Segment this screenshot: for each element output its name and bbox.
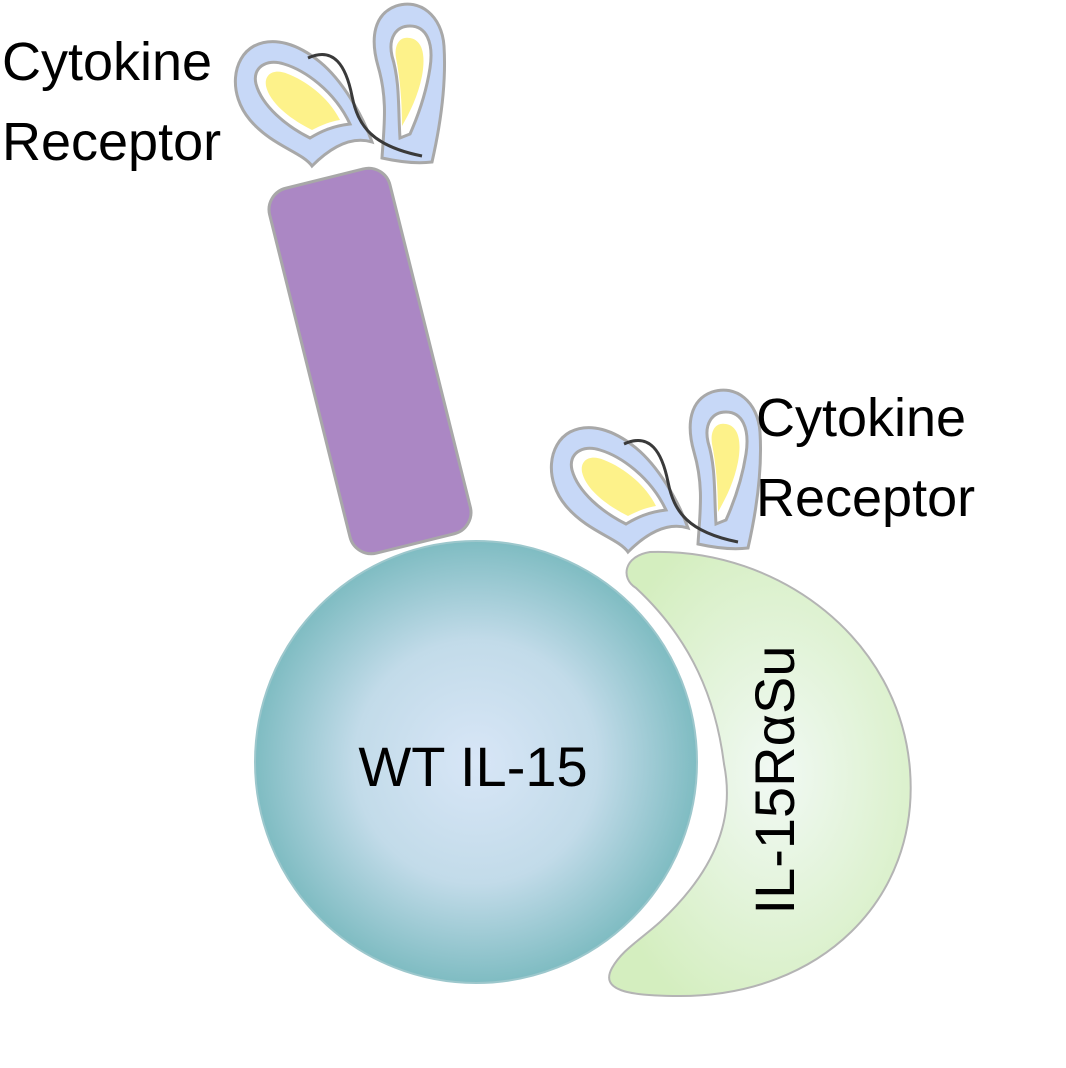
receptor-label-top-line1: Cytokine [2, 32, 212, 92]
linker-domain [267, 166, 473, 556]
il15-label: WT IL-15 [358, 735, 587, 798]
il15ra-label: IL-15RαSu [743, 646, 806, 915]
cytokine-receptor-icon-top [233, 2, 446, 168]
receptor-label-right-line1: Cytokine [756, 388, 966, 448]
receptor-label-right-line2: Receptor [756, 468, 975, 528]
cytokine-receptor-icon-right [549, 388, 762, 554]
il15-sphere [254, 540, 698, 984]
il15ra-crescent [608, 550, 912, 998]
receptor-label-top-line2: Receptor [2, 112, 221, 172]
